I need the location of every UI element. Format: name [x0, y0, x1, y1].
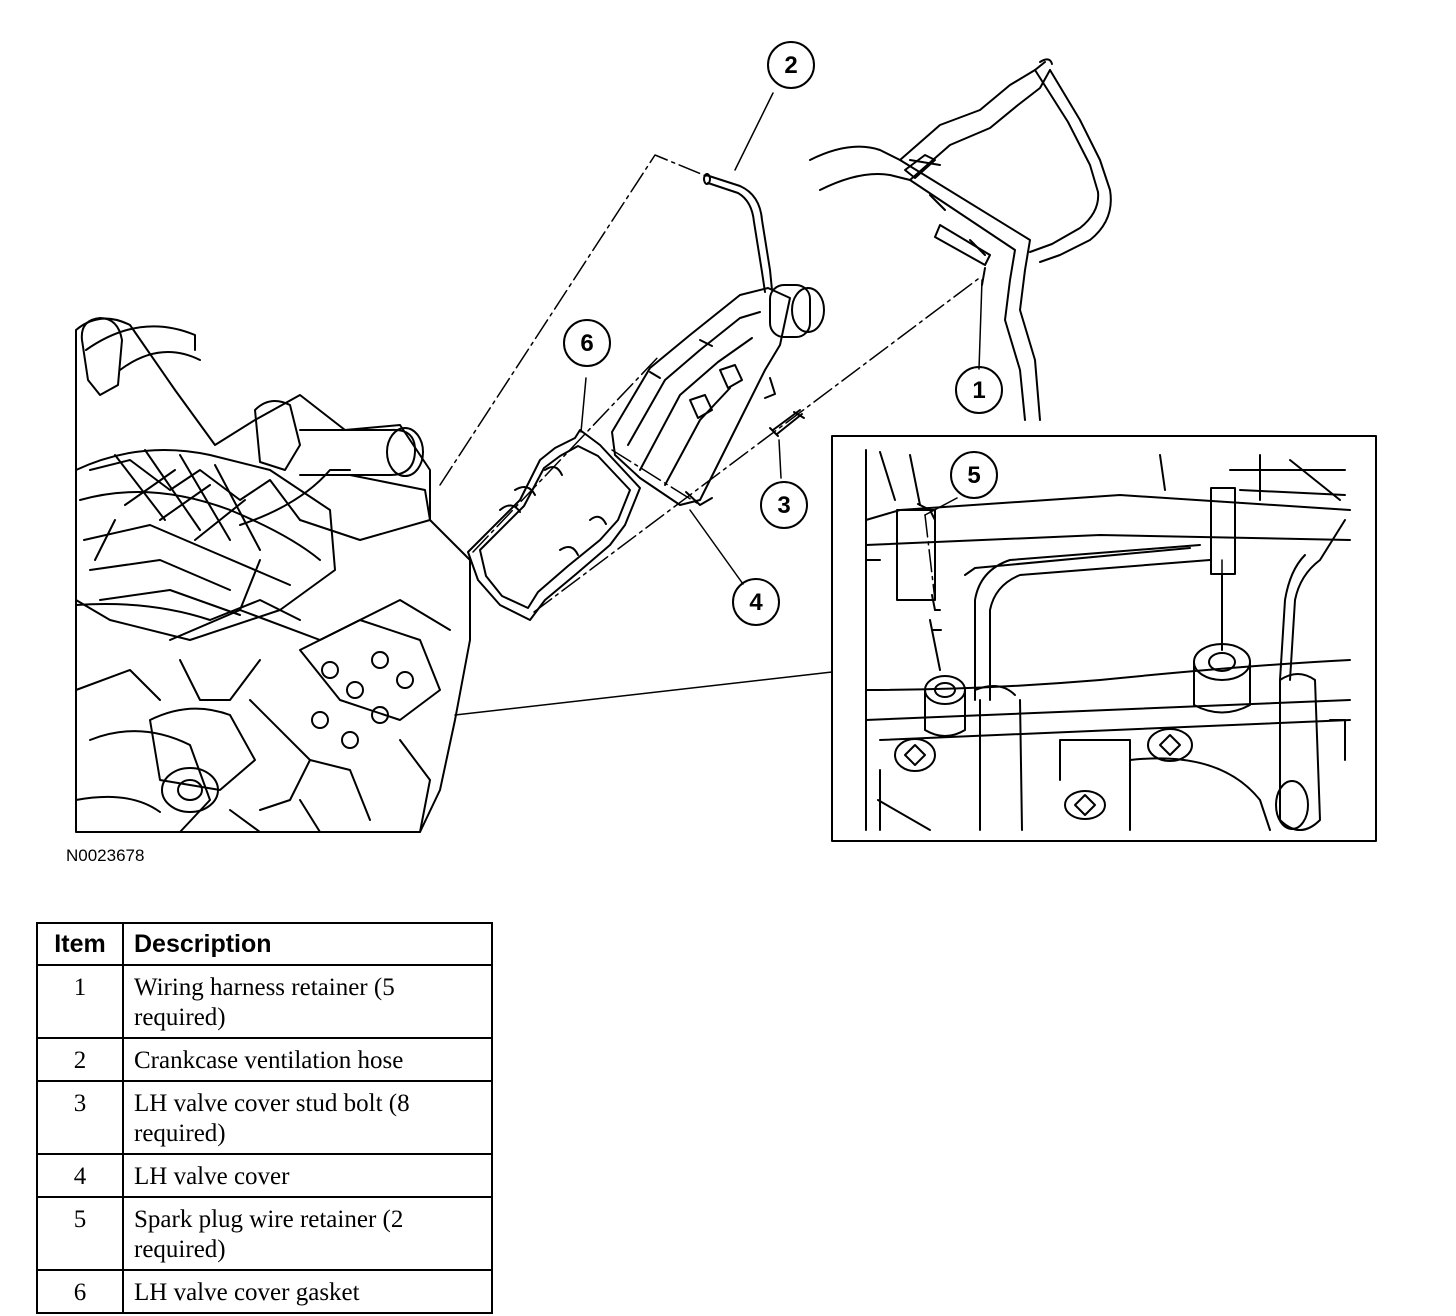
legend-item-number: 4	[36, 1153, 124, 1198]
legend-table: Item Description 1 Wiring harness retain…	[36, 922, 493, 1314]
valve-cover	[611, 284, 825, 506]
callout-number-6: 6	[580, 330, 593, 357]
engine-assembly	[75, 317, 471, 833]
valve-cover-gasket	[467, 429, 641, 621]
legend-item-description: Spark plug wire retainer (2 required)	[122, 1196, 493, 1271]
legend-item-number: 1	[36, 964, 124, 1039]
callout-number-5: 5	[967, 462, 980, 489]
legend-row: 4 LH valve cover	[36, 1153, 493, 1198]
legend-header-item: Item	[36, 922, 124, 966]
legend-row: 3 LH valve cover stud bolt (8 required)	[36, 1080, 493, 1155]
detail-inset	[831, 435, 1377, 842]
exploded-view-diagram: 2 6 1 3 4 5	[75, 41, 1377, 842]
legend-item-description: LH valve cover gasket	[122, 1269, 493, 1314]
legend-item-number: 5	[36, 1196, 124, 1271]
legend-header-row: Item Description	[36, 922, 493, 966]
legend-item-description: Wiring harness retainer (5 required)	[122, 964, 493, 1039]
wiring-harness	[809, 58, 1112, 421]
callout-number-3: 3	[777, 492, 790, 519]
legend-item-description: LH valve cover stud bolt (8 required)	[122, 1080, 493, 1155]
callout-number-2: 2	[784, 52, 797, 79]
callout-number-4: 4	[749, 589, 763, 616]
legend-item-number: 2	[36, 1037, 124, 1082]
legend-row: 1 Wiring harness retainer (5 required)	[36, 964, 493, 1039]
legend-row: 2 Crankcase ventilation hose	[36, 1037, 493, 1082]
crankcase-ventilation-hose	[703, 173, 773, 293]
legend-item-number: 6	[36, 1269, 124, 1314]
legend-item-description: LH valve cover	[122, 1153, 493, 1198]
legend-row: 6 LH valve cover gasket	[36, 1269, 493, 1314]
callout-circles	[563, 41, 1003, 626]
legend-item-description: Crankcase ventilation hose	[122, 1037, 493, 1082]
legend-item-number: 3	[36, 1080, 124, 1155]
figure-id: N0023678	[66, 846, 145, 865]
legend-header-description: Description	[122, 922, 493, 966]
callout-lines	[454, 92, 983, 716]
legend-row: 5 Spark plug wire retainer (2 required)	[36, 1196, 493, 1271]
callout-number-1: 1	[972, 377, 985, 404]
